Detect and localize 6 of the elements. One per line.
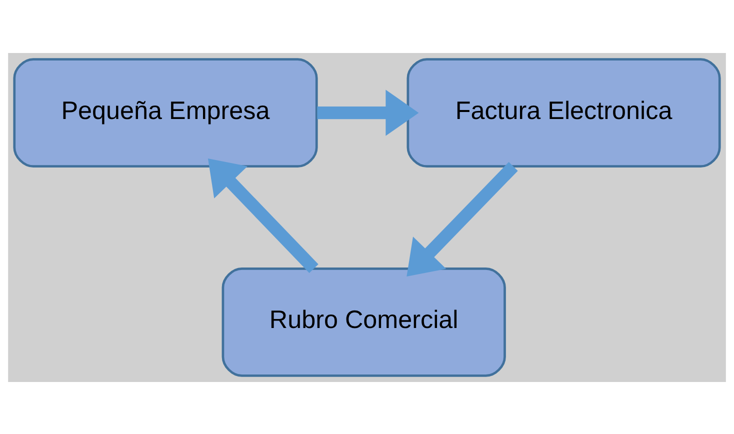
node-box: Rubro Comercial bbox=[222, 266, 506, 376]
node-box: Factura Electronica bbox=[406, 58, 721, 168]
arrow bbox=[406, 162, 518, 276]
arrow bbox=[317, 89, 419, 136]
node-box: Pequeña Empresa bbox=[13, 58, 318, 168]
arrow bbox=[208, 158, 318, 272]
